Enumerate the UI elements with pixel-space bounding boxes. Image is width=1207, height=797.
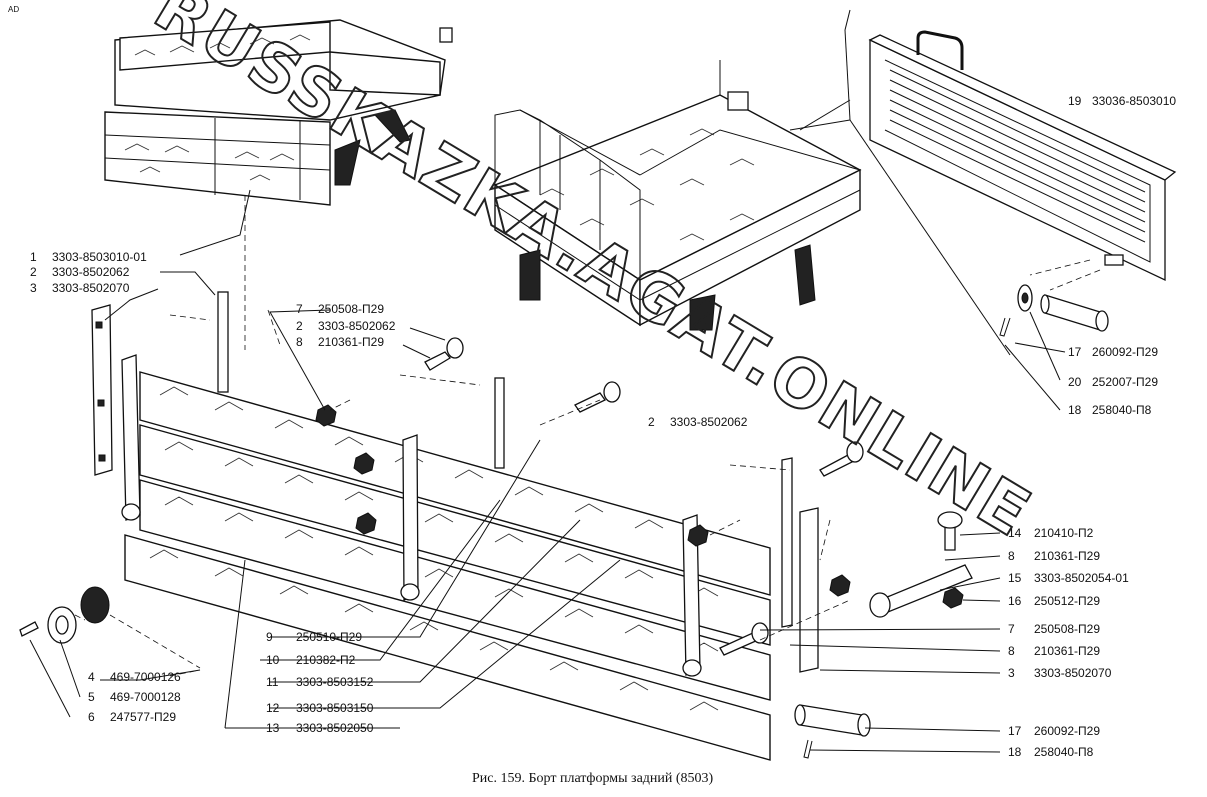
label-num-1: 1	[30, 250, 37, 264]
wooden-boards	[124, 371, 771, 761]
label-code-1: 3303-8503010-01	[52, 250, 147, 264]
label-num-19: 19	[1068, 94, 1082, 108]
alt-rear-board-19	[789, 9, 1177, 356]
label-code-2b: 3303-8502062	[318, 319, 396, 333]
label-code-8c: 210361-П29	[1034, 644, 1100, 658]
label-num-16: 16	[1008, 594, 1022, 608]
assembly-lines	[74, 195, 851, 641]
label-code-16: 250512-П29	[1034, 594, 1100, 608]
label-num-15: 15	[1008, 571, 1022, 585]
label-num-7b: 7	[1008, 622, 1015, 636]
label-code-20: 252007-П29	[1092, 375, 1158, 389]
label-num-8b: 8	[1008, 549, 1015, 563]
label-code-7b: 250508-П29	[1034, 622, 1100, 636]
label-code-8b: 210361-П29	[1034, 549, 1100, 563]
callout-labels: 1 3303-8503010-01 2 3303-8502062 3 3303-…	[30, 94, 1176, 759]
corner-mark: AD	[8, 5, 19, 14]
label-num-11: 11	[266, 675, 279, 689]
label-num-17b: 17	[1008, 724, 1022, 738]
label-code-18a: 258040-П8	[1092, 403, 1152, 417]
label-num-2c: 2	[648, 415, 655, 429]
pin-assembly-top	[999, 259, 1109, 337]
lamp-assembly	[19, 586, 110, 644]
label-num-2: 2	[30, 265, 37, 279]
label-code-2: 3303-8502062	[52, 265, 130, 279]
label-num-3: 3	[30, 281, 37, 295]
label-code-12: 3303-8503150	[296, 701, 374, 715]
label-num-20: 20	[1068, 375, 1082, 389]
label-code-6: 247577-П29	[110, 710, 176, 724]
label-code-17a: 260092-П29	[1092, 345, 1158, 359]
label-code-11: 3303-8503152	[296, 675, 374, 689]
label-code-3: 3303-8502070	[52, 281, 130, 295]
hinge-arms	[121, 354, 702, 677]
label-num-3b: 3	[1008, 666, 1015, 680]
label-num-14: 14	[1008, 526, 1022, 540]
label-num-6: 6	[88, 710, 95, 724]
label-code-17b: 260092-П29	[1034, 724, 1100, 738]
label-code-18b: 258040-П8	[1034, 745, 1094, 759]
label-code-13: 3303-8502050	[296, 721, 374, 735]
label-code-8a: 210361-П29	[318, 335, 384, 349]
label-num-7a: 7	[296, 302, 303, 316]
label-num-4: 4	[88, 670, 95, 684]
label-code-14: 210410-П2	[1034, 526, 1094, 540]
hinge-bracket-left	[91, 304, 113, 476]
fasteners	[315, 337, 964, 656]
truck-bed-with-rails	[493, 60, 862, 331]
label-num-8a: 8	[296, 335, 303, 349]
label-num-8c: 8	[1008, 644, 1015, 658]
truck-bed-rear-view	[104, 19, 453, 206]
label-num-12: 12	[266, 701, 280, 715]
label-code-7a: 250508-П29	[318, 302, 384, 316]
leader-lines	[29, 99, 1066, 753]
label-num-10: 10	[266, 653, 280, 667]
label-code-2c: 3303-8502062	[670, 415, 748, 429]
label-code-10: 210382-П2	[296, 653, 356, 667]
label-num-18a: 18	[1068, 403, 1082, 417]
figure-caption: Рис. 159. Борт платформы задний (8503)	[472, 771, 714, 786]
label-code-3b: 3303-8502070	[1034, 666, 1112, 680]
label-num-17a: 17	[1068, 345, 1082, 359]
label-num-13: 13	[266, 721, 280, 735]
link-plate-and-pin	[794, 564, 973, 759]
label-code-4: 469-7000126	[110, 670, 181, 684]
vertical-strips	[217, 291, 819, 673]
label-num-18b: 18	[1008, 745, 1022, 759]
label-code-19: 33036-8503010	[1092, 94, 1176, 108]
label-num-9: 9	[266, 630, 273, 644]
label-num-2b: 2	[296, 319, 303, 333]
label-code-15: 3303-8502054-01	[1034, 571, 1129, 585]
label-code-5: 469-7000128	[110, 690, 181, 704]
label-code-9: 250510-П29	[296, 630, 362, 644]
label-num-5: 5	[88, 690, 95, 704]
